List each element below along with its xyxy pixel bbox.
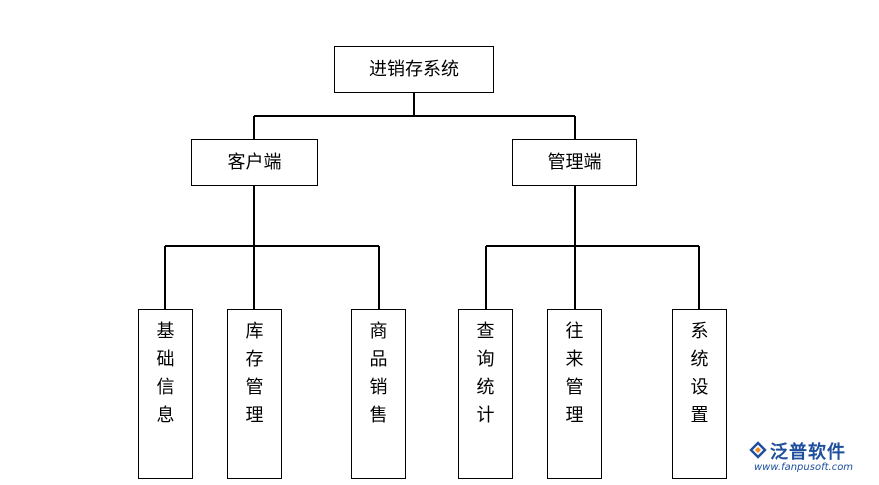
leaf-node-sales: 商品销售: [351, 309, 406, 479]
branch-node-admin: 管理端: [512, 139, 637, 186]
watermark: 泛普软件 www.fanpusoft.com: [748, 436, 872, 476]
watermark-url: www.fanpusoft.com: [754, 462, 854, 473]
root-node: 进销存系统: [334, 46, 494, 93]
branch-node-admin-label: 管理端: [547, 151, 602, 173]
brand-logo-icon: [749, 441, 767, 459]
leaf-node-accounts: 往来管理: [547, 309, 602, 479]
watermark-brand: 泛普软件: [770, 442, 846, 463]
leaf-node-inventory: 库存管理: [227, 309, 282, 479]
branch-node-client: 客户端: [191, 139, 318, 186]
leaf-node-query-stats-label: 查询统计: [476, 321, 495, 426]
leaf-node-settings-label: 系统设置: [690, 321, 709, 426]
leaf-node-inventory-label: 库存管理: [245, 321, 264, 426]
leaf-node-basic-info: 基础信息: [138, 309, 193, 479]
leaf-node-settings: 系统设置: [672, 309, 727, 479]
branch-node-client-label: 客户端: [227, 151, 282, 173]
leaf-node-query-stats: 查询统计: [458, 309, 513, 479]
leaf-node-basic-info-label: 基础信息: [156, 321, 175, 426]
root-node-label: 进销存系统: [369, 58, 459, 80]
leaf-node-accounts-label: 往来管理: [565, 321, 584, 426]
leaf-node-sales-label: 商品销售: [369, 321, 388, 426]
